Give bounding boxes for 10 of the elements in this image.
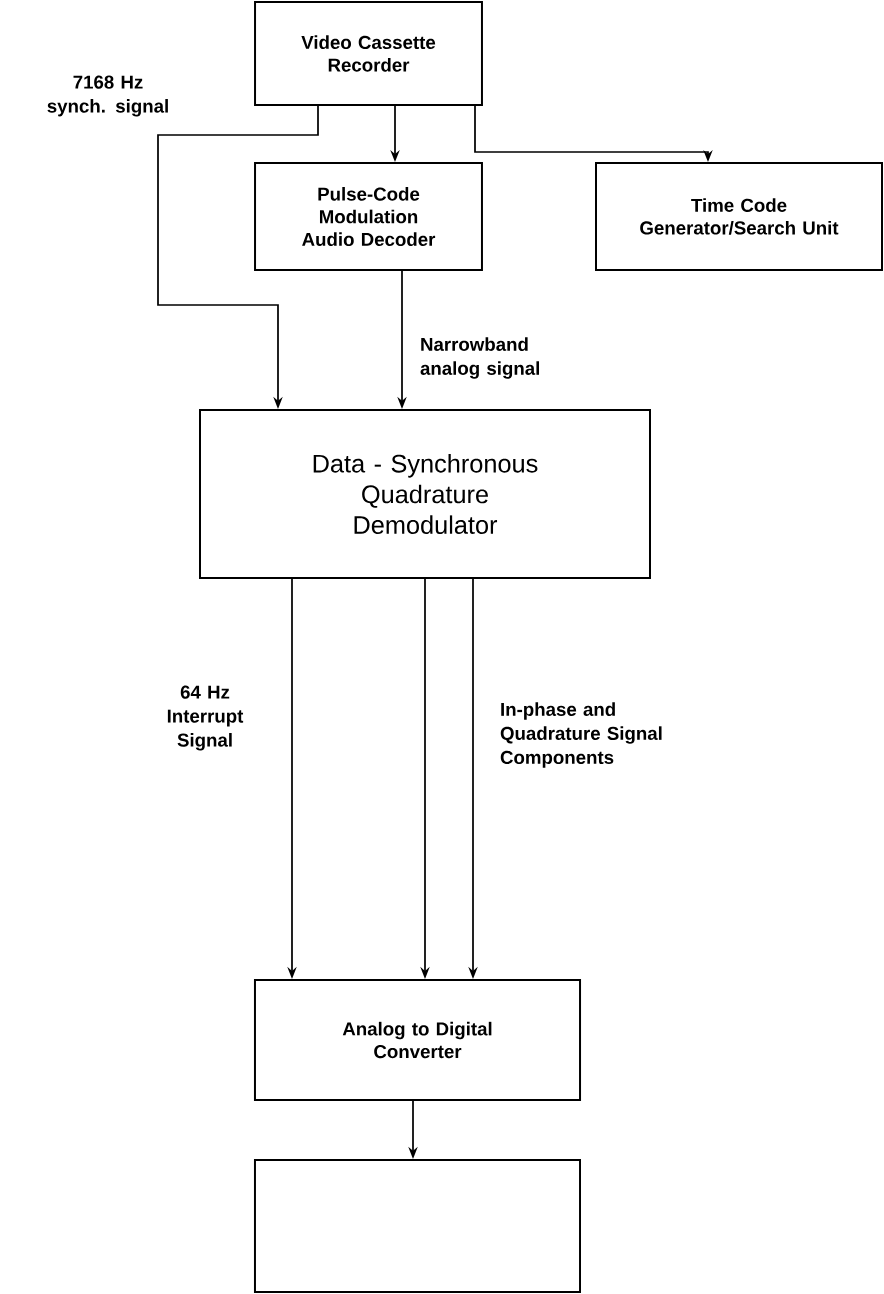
edge-label: In-phase and Quadrature Signal Components [500, 702, 662, 768]
process-box: Pulse-Code Modulation Audio Decoder [254, 162, 483, 271]
process-box [253, 1159, 582, 1293]
process-box: Time Code Generator/Search Unit [595, 162, 883, 271]
process-box: Data - Synchronous Quadrature Demodulator [199, 409, 651, 579]
edge-label: 64 Hz Interrupt Signal [167, 685, 244, 751]
edge-label: Narrowband analog signal [420, 337, 539, 379]
process-box: Analog to Digital Converter [253, 979, 582, 1101]
process-box: Video Cassette Recorder [254, 1, 483, 106]
edge-label: 7168 Hz synch. signal [47, 75, 168, 117]
